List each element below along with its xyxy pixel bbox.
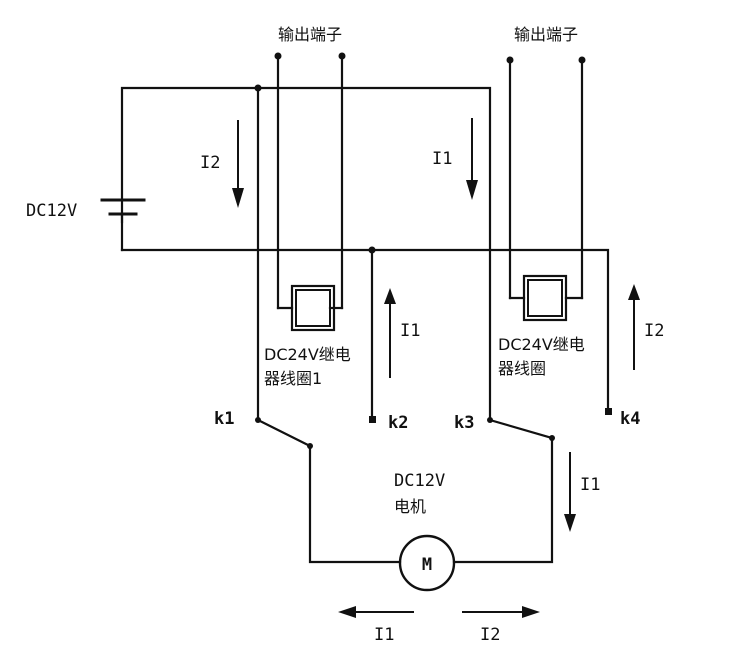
label-output-terminal-right: 输出端子 bbox=[514, 25, 578, 44]
current-label-center-down: I1 bbox=[432, 149, 452, 169]
label-k4: k4 bbox=[620, 409, 640, 429]
current-label-left-down: I2 bbox=[200, 153, 220, 173]
arrow-left-down bbox=[232, 120, 244, 208]
label-relay1-line2: 器线圈1 bbox=[264, 369, 322, 388]
motor-loop bbox=[308, 436, 554, 564]
arrow-center-down bbox=[466, 118, 478, 200]
label-k3: k3 bbox=[454, 413, 474, 433]
bottom-rail bbox=[120, 246, 610, 420]
label-relay2-line1: DC24V继电 bbox=[498, 335, 585, 354]
relay-coil-2 bbox=[506, 56, 586, 322]
label-motor-line1: DC12V bbox=[394, 471, 445, 491]
relay-coil-1 bbox=[274, 52, 346, 332]
current-label-bottom-right: I2 bbox=[480, 625, 500, 645]
switch-k1-k2 bbox=[255, 416, 376, 449]
arrow-bottom-right bbox=[462, 606, 540, 618]
current-label-mid-up: I1 bbox=[400, 321, 420, 341]
label-output-terminal-left: 输出端子 bbox=[278, 25, 342, 44]
motor-letter: M bbox=[422, 555, 432, 575]
label-battery: DC12V bbox=[26, 201, 77, 221]
label-relay2-line2: 器线圈 bbox=[498, 359, 546, 378]
label-k1: k1 bbox=[214, 409, 234, 429]
label-motor-line2: 电机 bbox=[394, 497, 426, 516]
label-k2: k2 bbox=[388, 413, 408, 433]
current-label-right-up: I2 bbox=[644, 321, 664, 341]
arrow-right-up bbox=[628, 284, 640, 370]
current-label-right-down: I1 bbox=[580, 475, 600, 495]
arrow-mid-up bbox=[384, 288, 396, 378]
arrow-bottom-left bbox=[338, 606, 414, 618]
top-rail bbox=[120, 84, 492, 422]
label-relay1-line1: DC24V继电 bbox=[264, 345, 351, 364]
switch-k3-k4 bbox=[487, 408, 612, 441]
arrow-right-down bbox=[564, 452, 576, 532]
battery-symbol bbox=[100, 198, 146, 252]
motor-symbol: M bbox=[398, 534, 456, 592]
current-label-bottom-left: I1 bbox=[374, 625, 394, 645]
